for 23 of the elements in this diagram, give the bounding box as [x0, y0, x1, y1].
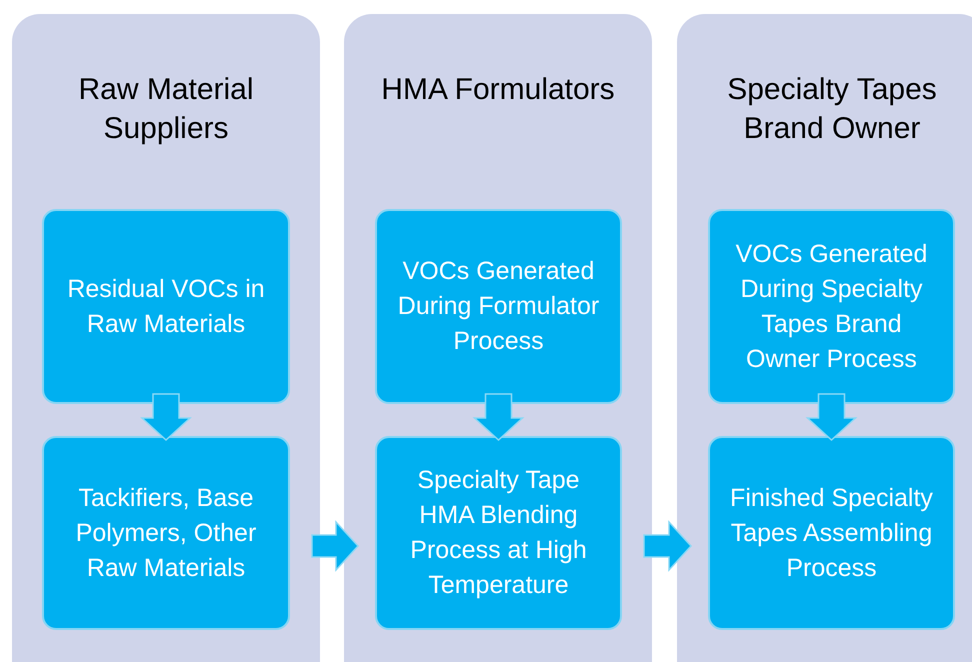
block-arrow	[643, 520, 692, 572]
box-text: Specialty Tape HMA Blending Process at High Temperature	[409, 465, 588, 601]
column-panel	[677, 14, 972, 662]
process-box	[375, 209, 622, 404]
block-arrow	[140, 393, 192, 442]
box-text: Residual VOCs in Raw Materials	[66, 274, 266, 340]
box-text: VOCs Generated During Specialty Tapes Brand Owner Process	[734, 238, 928, 374]
block-arrow	[472, 393, 524, 442]
process-box	[42, 436, 290, 630]
column-heading: Specialty Tapes Brand Owner	[726, 72, 938, 147]
process-box	[42, 209, 290, 404]
block-arrow	[311, 520, 360, 572]
process-box	[708, 436, 955, 630]
box-text: VOCs Generated During Formulator Process	[396, 256, 600, 357]
column-heading: Raw Material Suppliers	[77, 72, 255, 147]
column-heading: HMA Formulators	[380, 72, 616, 108]
box-text: Finished Specialty Tapes Assembling Process	[729, 482, 934, 584]
process-box	[375, 436, 622, 630]
process-box	[708, 209, 955, 404]
column-panel	[344, 14, 652, 662]
box-text: Tackifiers, Base Polymers, Other Raw Materials	[74, 482, 258, 584]
block-arrow	[806, 393, 858, 442]
column-panel	[12, 14, 320, 662]
